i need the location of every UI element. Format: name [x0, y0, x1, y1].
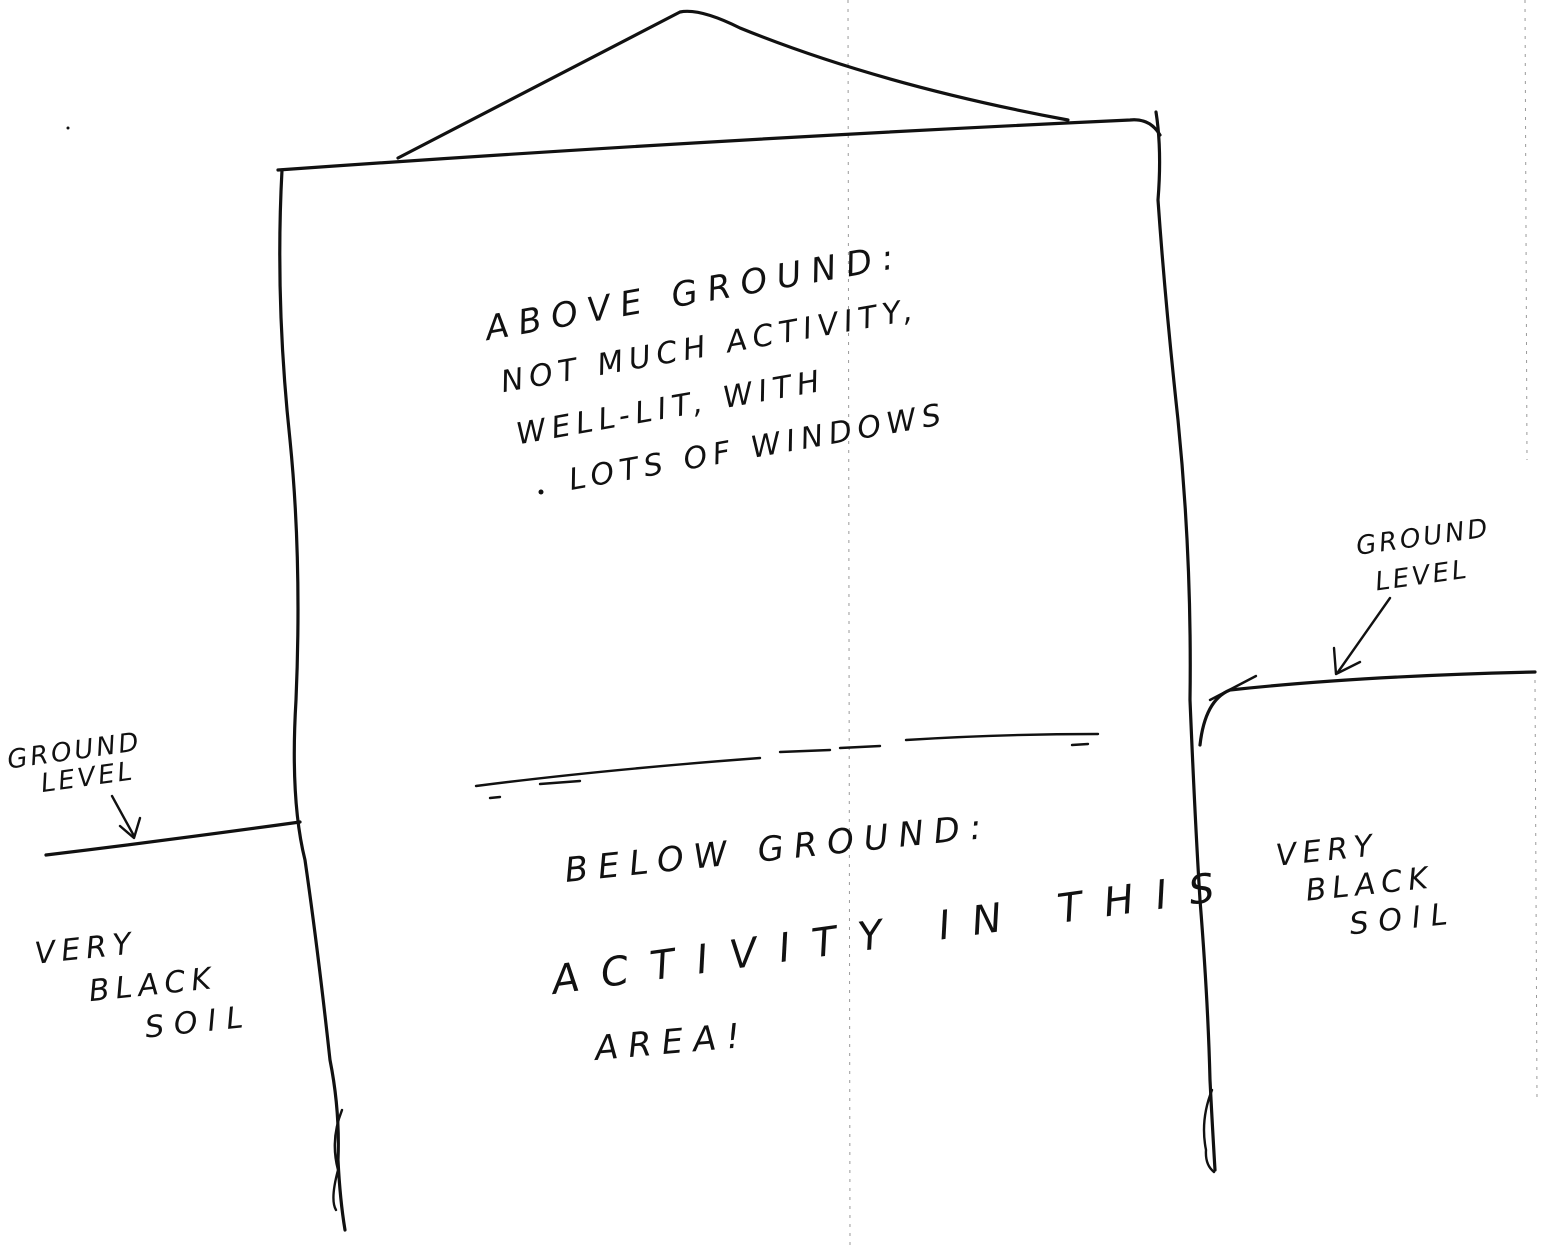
roof-outline: [398, 11, 1068, 158]
interior-ground-divider-4: [906, 734, 1098, 740]
below-ground-note: BELOW GROUND: ACTIVITY IN THIS AREA!: [546, 806, 1239, 1069]
interior-ground-divider-tick-3: [490, 797, 500, 798]
left-soil-1: VERY: [33, 926, 139, 972]
scan-edge-line-lower: [1535, 680, 1537, 1100]
right-ground-label-2: LEVEL: [1373, 555, 1471, 598]
below-ground-line-1: BELOW GROUND:: [563, 806, 993, 891]
right-ground-label-1: GROUND: [1354, 513, 1492, 562]
below-ground-line-2: ACTIVITY IN THIS: [546, 862, 1239, 1004]
interior-ground-divider-tick-2: [1072, 744, 1088, 745]
left-soil-label: VERY BLACK SOIL: [33, 915, 255, 1056]
interior-ground-divider-3: [840, 746, 880, 748]
stray-dot-2: [67, 127, 70, 130]
roof-eave-line: [278, 120, 1160, 170]
right-soil-label: VERY BLACK SOIL: [1274, 821, 1459, 950]
below-ground-line-3: AREA!: [591, 1016, 751, 1070]
stray-dot: [539, 490, 544, 495]
building-right-wall: [1156, 112, 1215, 1170]
interior-ground-divider-2: [780, 750, 830, 752]
above-ground-note: ABOVE GROUND: NOT MUCH ACTIVITY, WELL-LI…: [480, 233, 949, 508]
left-ground-line: [46, 822, 300, 855]
left-soil-2: BLACK: [87, 961, 218, 1009]
right-ground-line: [1200, 672, 1535, 745]
interior-ground-divider: [476, 758, 760, 786]
scan-fold-line: [848, 0, 850, 1247]
left-soil-3: SOIL: [143, 999, 254, 1045]
right-soil-3: SOIL: [1348, 896, 1459, 942]
right-ground-arrow: [1338, 598, 1390, 672]
right-ground-label: GROUND LEVEL: [1354, 513, 1497, 599]
interior-ground-divider-tick: [540, 781, 580, 784]
building-left-wall: [280, 170, 345, 1230]
left-ground-label: GROUND LEVEL: [5, 727, 147, 803]
scan-edge-line: [1525, 0, 1527, 460]
